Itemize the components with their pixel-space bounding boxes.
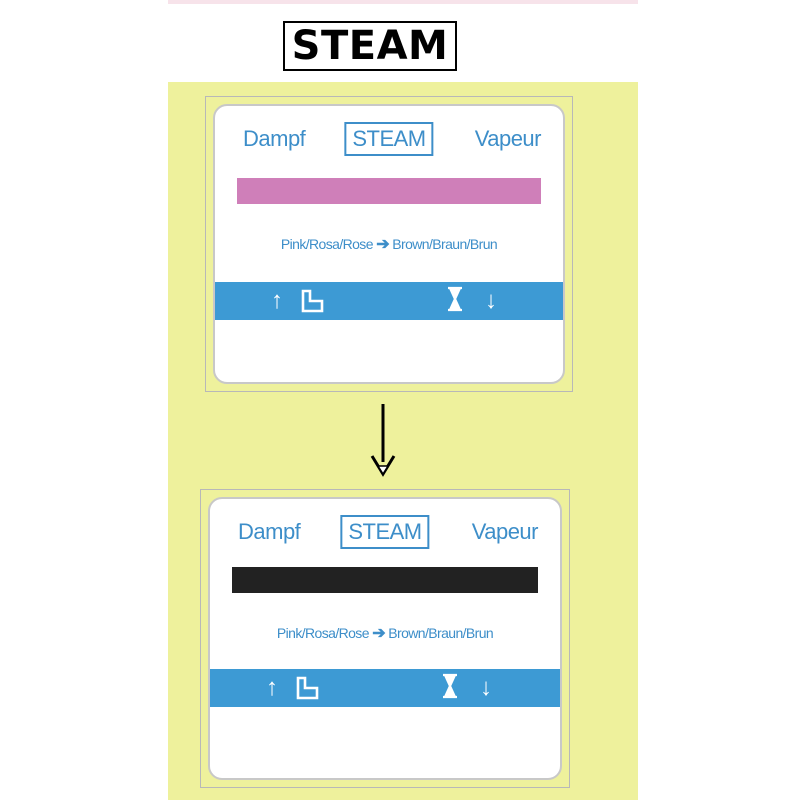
arrow-right-icon: ➔ <box>372 625 385 642</box>
indicator-strip-pink <box>237 178 541 204</box>
down-arrow-icon: ↓ <box>485 287 497 314</box>
steam-indicator-before: Dampf STEAM Vapeur Pink/Rosa/Rose ➔ Brow… <box>205 96 573 392</box>
color-change-text: Pink/Rosa/Rose ➔ Brown/Braun/Brun <box>210 623 560 643</box>
up-arrow-icon: ↑ <box>266 674 278 701</box>
arrow-right-icon: ➔ <box>376 236 389 253</box>
label-french: Vapeur <box>474 126 542 151</box>
down-connector-arrow-icon <box>370 404 396 477</box>
down-arrow-icon: ↓ <box>480 674 492 701</box>
chair-icon <box>294 675 320 709</box>
label-english: STEAM <box>344 122 434 156</box>
label-french: Vapeur <box>471 519 539 544</box>
up-arrow-icon: ↑ <box>271 287 283 314</box>
diagram-title: STEAM <box>283 21 457 71</box>
label-english: STEAM <box>340 515 430 549</box>
steam-indicator-after: Dampf STEAM Vapeur Pink/Rosa/Rose ➔ Brow… <box>200 489 570 788</box>
language-row: Dampf STEAM Vapeur <box>210 513 560 553</box>
label-german: Dampf <box>238 519 301 544</box>
color-from: Pink/Rosa/Rose <box>276 625 370 641</box>
label-german: Dampf <box>243 126 306 151</box>
color-change-text: Pink/Rosa/Rose ➔ Brown/Braun/Brun <box>215 234 563 254</box>
icon-band: ↑ ↓ <box>215 282 563 320</box>
color-from: Pink/Rosa/Rose <box>280 236 374 252</box>
language-row: Dampf STEAM Vapeur <box>215 120 563 160</box>
hourglass-icon <box>442 673 458 707</box>
hourglass-icon <box>447 286 463 320</box>
chair-icon <box>299 288 325 322</box>
indicator-strip-dark <box>232 567 538 593</box>
top-strip <box>168 0 638 4</box>
color-to: Brown/Braun/Brun <box>392 236 498 252</box>
icon-band: ↑ ↓ <box>210 669 560 707</box>
color-to: Brown/Braun/Brun <box>388 625 494 641</box>
